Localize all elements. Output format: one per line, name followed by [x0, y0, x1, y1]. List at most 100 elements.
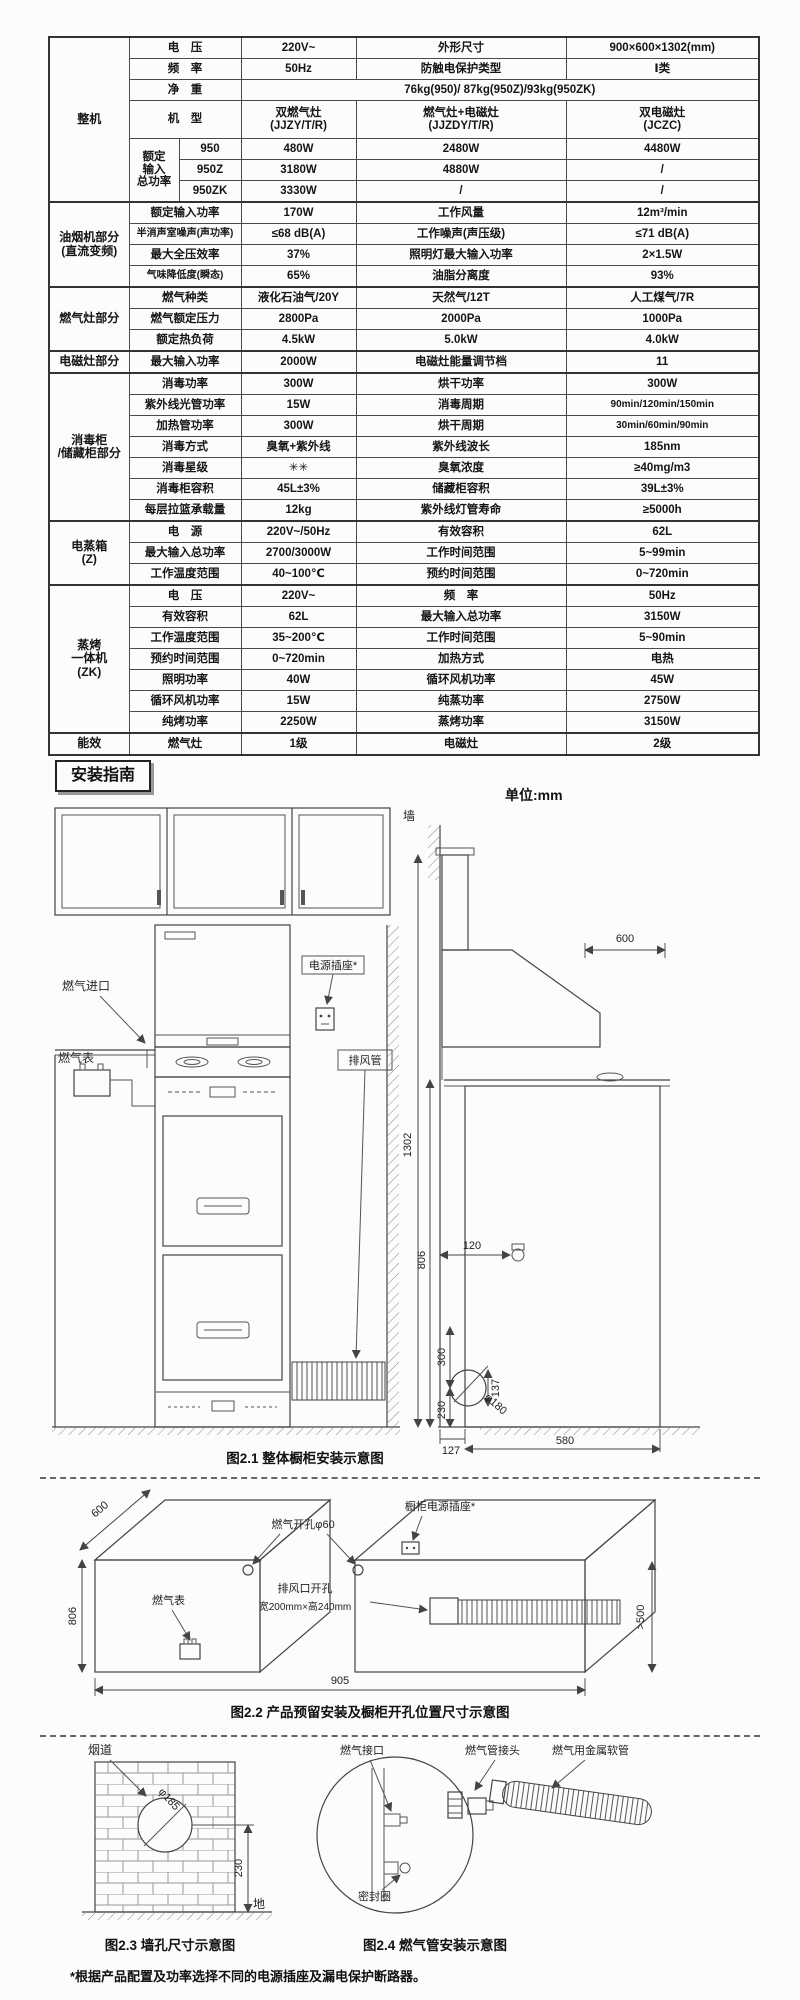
spec-cell: 消毒柜容积 [128, 478, 242, 500]
spec-cell: 消毒柜/储藏柜部分 [48, 372, 130, 522]
dim-137-label: 137 [490, 1379, 502, 1397]
spec-cell: 每层拉篮承载量 [128, 499, 242, 522]
spec-cell: 5~90min [565, 627, 760, 649]
spec-cell: 臭氧+紫外线 [240, 436, 357, 458]
figure-2-3-caption: 图2.3 墙孔尺寸示意图 [105, 1937, 236, 1953]
spec-cell: 5.0kW [355, 329, 567, 352]
spec-cell: 燃气灶+电磁灶(JJZDY/T/R) [355, 100, 567, 139]
spec-cell: 有效容积 [128, 606, 242, 628]
spec-cell: 0~720min [565, 563, 760, 586]
dim-600-label: 600 [89, 1499, 111, 1520]
gas-pipe-detail-drawing [316, 1756, 474, 1914]
spec-cell: 有效容积 [355, 520, 567, 543]
spec-cell: 37% [240, 244, 357, 266]
spec-cell: 950ZK [178, 180, 242, 203]
spec-cell: 35~200℃ [240, 627, 357, 649]
gas-port-label: 燃气接口 [340, 1743, 384, 1757]
spec-cell: 2700/3000W [240, 542, 357, 564]
counter-and-gas-meter-drawing [54, 1049, 155, 1427]
spec-cell: ≥40mg/m3 [565, 457, 760, 479]
wall-hatch-side [428, 825, 440, 880]
spec-cell: 照明灯最大输入功率 [355, 244, 567, 266]
spec-cell: 油脂分离度 [355, 265, 567, 288]
gas-meter-label: 燃气表 [58, 1050, 94, 1065]
spec-cell: 燃气灶 [128, 732, 242, 756]
spec-cell: 频 率 [355, 584, 567, 607]
spec-cell: 220V~/50Hz [240, 520, 357, 543]
spec-cell: 4880W [355, 159, 567, 181]
spec-cell: 电 源 [128, 520, 242, 543]
spec-cell: 1000Pa [565, 308, 760, 330]
spec-cell: 4.5kW [240, 329, 357, 352]
spec-cell: 3330W [240, 180, 357, 203]
spec-cell: ✳✳ [240, 457, 357, 479]
spec-cell: 预约时间范围 [128, 648, 242, 670]
spec-cell: 天然气/12T [355, 286, 567, 309]
dim-500-label: >500 [635, 1605, 647, 1630]
figure-2-1-caption: 图2.1 整体橱柜安装示意图 [226, 1450, 384, 1466]
power-outlet-icon [315, 1007, 335, 1031]
spec-cell: 220V~ [240, 36, 357, 59]
spec-cell: 39L±3% [565, 478, 760, 500]
spec-cell: 消毒方式 [128, 436, 242, 458]
spec-cell: 循环风机功率 [355, 669, 567, 691]
spec-cell: 12kg [240, 499, 357, 522]
ground-hatch-left [52, 1427, 400, 1435]
dim-230-label: 230 [233, 1859, 245, 1877]
spec-cell: 频 率 [128, 58, 242, 80]
spec-cell: 480W [240, 138, 357, 160]
gas-meter-label: 燃气表 [152, 1593, 185, 1607]
spec-cell: ≤68 dB(A) [240, 223, 357, 245]
spec-cell: 62L [565, 520, 760, 543]
spec-cell: 工作时间范围 [355, 627, 567, 649]
spec-cell: 电 压 [128, 584, 242, 607]
spec-cell: 工作时间范围 [355, 542, 567, 564]
spec-cell: 机 型 [128, 100, 242, 139]
exhaust-duct-icon [291, 1361, 386, 1401]
appliance-side-drawing [435, 847, 670, 1428]
spec-cell: 3150W [565, 606, 760, 628]
dim-230-label: 230 [436, 1401, 448, 1419]
spec-cell: 220V~ [240, 584, 357, 607]
spec-cell: 电磁灶 [355, 732, 567, 756]
dim-1302-label: 1302 [402, 1133, 414, 1157]
spec-cell: 2480W [355, 138, 567, 160]
spec-cell: 90min/120min/150min [565, 394, 760, 416]
spec-cell: 整机 [48, 36, 130, 203]
spec-cell: 额定输入总功率 [128, 138, 180, 203]
spec-cell: 气味降低度(瞬态) [128, 265, 242, 288]
spec-cell: 3180W [240, 159, 357, 181]
spec-cell: 紫外线光管功率 [128, 394, 242, 416]
spec-cell: 电 压 [128, 36, 242, 59]
spec-cell: 30min/60min/90min [565, 415, 760, 437]
figure-2-3-and-2-4-drawings: 烟道 φ185 230 地 图2.3 墙孔尺寸示意图 燃气接口 密封圈 [82, 1743, 652, 1953]
pipe-joint-label: 燃气管接头 [465, 1743, 520, 1757]
spec-cell: 照明功率 [128, 669, 242, 691]
spec-cell: 外形尺寸 [355, 36, 567, 59]
dim-806-label: 806 [67, 1607, 79, 1625]
spec-cell: 40~100℃ [240, 563, 357, 586]
spec-cell: 电磁灶能量调节档 [355, 350, 567, 374]
appliance-front-drawing [154, 924, 291, 1428]
spec-cell: 工作噪声(声压级) [355, 223, 567, 245]
wall-hole-drawing [94, 1761, 236, 1913]
gas-hole-right [352, 1564, 364, 1576]
spec-cell: 62L [240, 606, 357, 628]
dim-600-label: 600 [616, 933, 634, 945]
spec-cell: 300W [565, 372, 760, 395]
vent-hole-label-1: 排风口开孔 [278, 1581, 333, 1595]
spec-cell: 170W [240, 201, 357, 224]
spec-cell: 蒸烤功率 [355, 711, 567, 734]
spec-cell: 电热 [565, 648, 760, 670]
spec-cell: 2×1.5W [565, 244, 760, 266]
cabinet-outlet-label: 橱柜电源插座* [405, 1499, 476, 1513]
spec-cell: 工作风量 [355, 201, 567, 224]
right-cabinet-box-drawing [353, 1498, 657, 1674]
wall-label: 墙 [403, 809, 415, 823]
spec-cell: 76kg(950)/ 87kg(950Z)/93kg(950ZK) [240, 79, 760, 101]
spec-cell: 消毒星级 [128, 457, 242, 479]
spec-cell: 半消声室噪声(声功率) [128, 223, 242, 245]
spec-cell: 臭氧浓度 [355, 457, 567, 479]
spec-cell: 65% [240, 265, 357, 288]
